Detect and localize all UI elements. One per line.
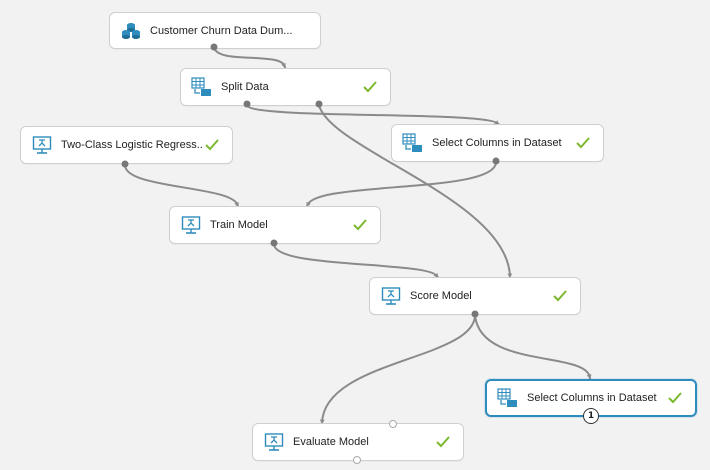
- output-port[interactable]: [210, 43, 218, 51]
- output-port[interactable]: [270, 239, 278, 247]
- checkmark-icon: [202, 135, 222, 155]
- node-label: Score Model: [410, 290, 472, 302]
- transform-icon: [191, 76, 213, 98]
- model-icon: [180, 214, 202, 236]
- split-data-node[interactable]: Split Data: [180, 68, 391, 106]
- output-port[interactable]: [121, 160, 129, 168]
- input-port-empty[interactable]: [389, 420, 397, 428]
- node-label: Train Model: [210, 219, 268, 231]
- select-columns-in-dataset-node-1[interactable]: Select Columns in Dataset: [391, 124, 604, 162]
- checkmark-icon: [433, 432, 453, 452]
- model-icon: [263, 431, 285, 453]
- edge-train-to-score: [273, 243, 439, 279]
- checkmark-icon: [665, 388, 685, 408]
- model-icon: [380, 285, 402, 307]
- edge-score-to-selcols2: [474, 314, 591, 380]
- edge-dataset-to-split: [213, 45, 286, 69]
- node-label: Customer Churn Data Dum...: [150, 24, 293, 37]
- output-port[interactable]: [471, 310, 479, 318]
- checkmark-icon: [360, 77, 380, 97]
- node-label: Select Columns in Dataset: [432, 137, 562, 149]
- edge-split-to-selcols1: [246, 104, 500, 126]
- output-count-badge[interactable]: 1: [583, 408, 599, 424]
- output-port[interactable]: [315, 100, 323, 108]
- node-label: Evaluate Model: [293, 436, 369, 448]
- dataset-customer-churn-node[interactable]: Customer Churn Data Dum...: [109, 12, 321, 49]
- two-class-logistic-regression-node[interactable]: Two-Class Logistic Regress...: [20, 126, 233, 164]
- dataset-icon: [120, 20, 142, 42]
- checkmark-icon: [550, 286, 570, 306]
- model-icon: [31, 134, 53, 156]
- checkmark-icon: [573, 133, 593, 153]
- edge-logreg-to-train: [124, 164, 239, 208]
- transform-icon: [402, 132, 424, 154]
- node-label: Two-Class Logistic Regress...: [61, 139, 202, 151]
- transform-icon: [497, 387, 519, 409]
- output-port[interactable]: [243, 100, 251, 108]
- output-port-empty[interactable]: [353, 456, 361, 464]
- node-label: Select Columns in Dataset: [527, 392, 657, 404]
- score-model-node[interactable]: Score Model: [369, 277, 581, 315]
- node-label: Split Data: [221, 81, 269, 93]
- checkmark-icon: [350, 215, 370, 235]
- output-port[interactable]: [492, 157, 500, 165]
- train-model-node[interactable]: Train Model: [169, 206, 381, 244]
- edge-selcols1-to-train: [306, 161, 497, 208]
- edge-score-to-evaluate: [321, 314, 476, 425]
- evaluate-model-node[interactable]: Evaluate Model: [252, 423, 464, 461]
